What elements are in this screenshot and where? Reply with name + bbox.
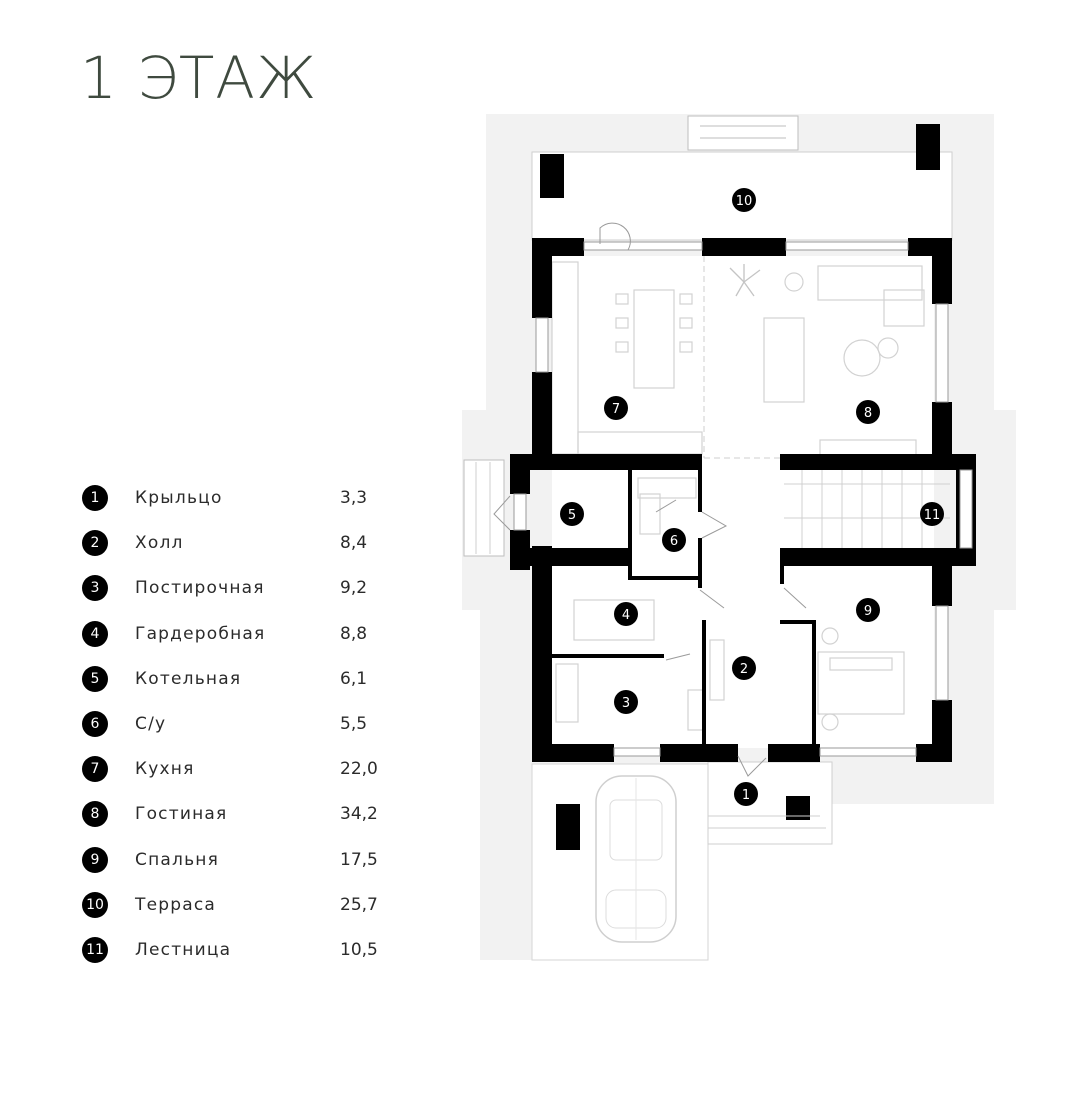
driveway (531, 763, 709, 961)
plant-icon (729, 264, 761, 297)
room-marker-3: 3 (614, 690, 638, 714)
room-name: Кухня (135, 759, 195, 780)
room-area: 10,5 (340, 939, 378, 960)
legend-row-3: 3 Постирочная 9,2 (82, 575, 402, 620)
porch (707, 761, 833, 845)
room-marker-1: 1 (734, 782, 758, 806)
page-title: 1 ЭТАЖ (80, 44, 318, 112)
room-marker-label: 11 (924, 508, 941, 523)
room-name: Гардеробная (135, 623, 266, 644)
room-number-badge: 8 (82, 801, 108, 828)
room-number-badge: 9 (82, 846, 108, 873)
room-name: Лестница (135, 939, 232, 960)
room-marker-4: 4 (614, 602, 638, 626)
room-marker-8: 8 (856, 400, 880, 424)
room-marker-9: 9 (856, 598, 880, 622)
room-marker-label: 4 (622, 608, 630, 623)
room-marker-label: 3 (622, 696, 630, 711)
room-area: 8,4 (340, 533, 368, 554)
room-name: С/у (135, 713, 167, 734)
room-name: Крыльцо (135, 488, 223, 508)
legend-row-5: 5 Котельная 6,1 (82, 665, 402, 711)
legend-row-9: 9 Спальня 17,5 (82, 846, 402, 892)
doors (493, 222, 807, 777)
legend-row-11: 11 Лестница 10,5 (82, 936, 402, 982)
legend-row-1: 1 Крыльцо 3,3 (82, 485, 402, 530)
legend-row-8: 8 Гостиная 34,2 (82, 801, 402, 846)
room-marker-label: 10 (736, 194, 753, 209)
room-area: 5,5 (340, 713, 368, 734)
room-area: 22,0 (340, 759, 378, 780)
windows (513, 241, 973, 757)
room-marker-label: 9 (864, 604, 872, 619)
room-marker-label: 8 (864, 406, 872, 421)
furniture (551, 261, 925, 731)
room-name: Гостиная (135, 804, 228, 825)
room-number-badge: 6 (82, 710, 108, 737)
room-number-badge: 11 (82, 936, 108, 963)
room-marker-label: 7 (612, 402, 620, 417)
room-marker-label: 6 (670, 534, 678, 549)
room-area: 17,5 (340, 849, 378, 870)
room-area: 9,2 (340, 578, 368, 599)
room-name: Терраса (135, 894, 217, 915)
room-marker-5: 5 (560, 502, 584, 526)
room-marker-6: 6 (662, 528, 686, 552)
room-marker-label: 2 (740, 662, 748, 677)
legend-row-7: 7 Кухня 22,0 (82, 756, 402, 801)
legend-row-4: 4 Гардеробная 8,8 (82, 620, 402, 666)
legend-row-6: 6 С/у 5,5 (82, 710, 402, 756)
room-number-badge: 1 (82, 485, 108, 511)
room-marker-7: 7 (604, 396, 628, 420)
room-legend: 1 Крыльцо 3,3 2 Холл 8,4 3 Постирочная 9… (82, 485, 402, 982)
room-name: Холл (135, 533, 184, 554)
room-number-badge: 10 (82, 891, 108, 918)
room-name: Спальня (135, 849, 220, 870)
side-steps (463, 459, 505, 557)
room-area: 3,3 (340, 488, 368, 508)
room-marker-10: 10 (732, 188, 756, 212)
room-number-badge: 2 (82, 530, 108, 557)
room-area: 34,2 (340, 804, 378, 825)
legend-row-2: 2 Холл 8,4 (82, 530, 402, 575)
zone-lines (703, 256, 780, 459)
room-area: 8,8 (340, 623, 368, 644)
room-number-badge: 3 (82, 575, 108, 602)
room-marker-2: 2 (732, 656, 756, 680)
room-marker-11: 11 (920, 502, 944, 526)
room-number-badge: 4 (82, 620, 108, 647)
legend-row-10: 10 Терраса 25,7 (82, 891, 402, 937)
terrace (531, 115, 953, 241)
room-name: Постирочная (135, 578, 265, 599)
room-area: 6,1 (340, 668, 368, 689)
room-number-badge: 7 (82, 756, 108, 783)
exterior-walls (510, 238, 976, 762)
room-number-badge: 5 (82, 665, 108, 692)
room-area: 25,7 (340, 894, 378, 915)
room-marker-label: 5 (568, 508, 576, 523)
room-marker-label: 1 (742, 788, 750, 803)
room-name: Котельная (135, 668, 242, 689)
